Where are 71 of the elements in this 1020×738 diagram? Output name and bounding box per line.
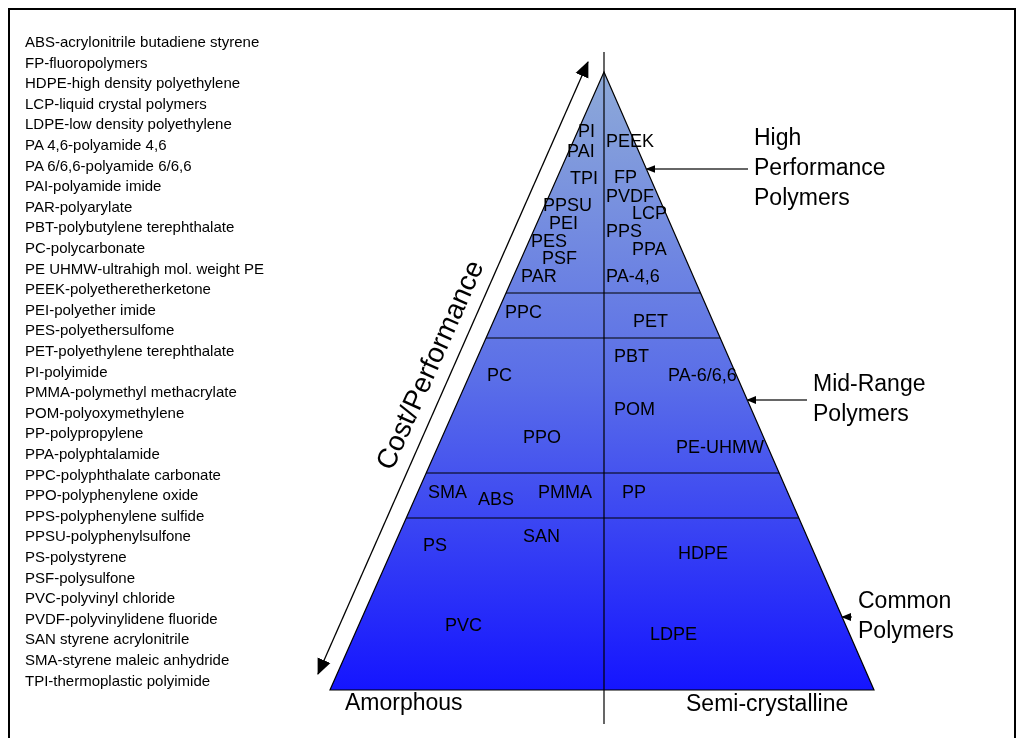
abbreviation-text: PMMA-polymethyl methacrylate [25,382,237,403]
abbreviation-text: PAR-polyarylate [25,196,133,217]
arrow [645,165,749,173]
polymer-label: ABS [478,489,515,509]
polymer-label: HDPE [678,543,728,563]
polymer-label: PPS [606,221,643,241]
abbreviation-text: POM-polyoxymethylene [25,402,185,423]
polymer-label: PET [633,311,668,331]
abbreviation-text: PBT-polybutylene terephthalate [25,217,235,238]
polymer-label: SAN [523,526,560,546]
abbreviation-text: PVC-polyvinyl chloride [25,588,176,609]
abbreviation-text: PPO-polyphenylene oxide [25,485,199,506]
abbreviation-text: PS-polystyrene [25,547,127,567]
polymer-label: PVC [445,615,482,635]
abbreviation-text: PSF-polysulfone [25,567,136,588]
polymer-label: PP [622,482,646,502]
polymer-label: PAR [521,266,557,286]
abbreviation-text: PI-polyimide [25,361,108,382]
polymer-label: PBT [614,346,649,366]
abbreviation-text: LDPE-low density polyethylene [25,114,232,135]
polymer-label: PI [578,121,595,141]
polymer-label: PPC [505,302,542,322]
polymer-label: PES [531,231,568,251]
abbreviation-text: PPS-polyphenylene sulfide [25,505,205,526]
polymer-label: PA-6/6,6 [668,365,737,385]
abbreviation-text: PEEK-polyetheretherketone [25,279,211,300]
polymer-label: LCP [632,203,667,223]
polymer-label: PEI [549,213,578,233]
polymer-label: PPO [523,427,561,447]
abbreviation-text: HDPE-high density polyethylene [25,73,241,94]
polymer-label: FP [614,167,637,187]
arrow [746,396,808,404]
polymer-label: PC [487,365,512,385]
polymer-label: POM [614,399,655,419]
abbreviation-text: PES-polyethersulfome [25,320,175,341]
polymer-label: LDPE [650,624,698,644]
abbreviation-text: FP-fluoropolymers [25,52,148,73]
polymer-label: PPSU [543,195,593,215]
polymer-label: SMA [428,482,467,502]
polymer-label: PVDF [606,186,654,206]
abbreviation-text: SAN styrene acrylonitrile [25,629,190,650]
abbreviation-text: SMA-styrene maleic anhydride [25,650,230,670]
polymer-label: PMMA [538,482,592,502]
tier-label: Mid-Range Polymers [813,368,983,428]
abbreviation-text: PP-polypropylene [25,423,144,444]
abbreviation-text: PA 4,6-polyamide 4,6 [25,135,167,155]
abbreviation-text: PET-polyethylene terephthalate [25,341,235,361]
abbreviation-text: PEI-polyether imide [25,299,156,320]
abbreviation-text: TPI-thermoplastic polyimide [25,670,211,691]
polymer-label: PSF [542,248,577,268]
abbreviation-text: PC-polycarbonate [25,238,146,258]
polymer-label: PPA [632,239,667,259]
tier-label: Common Polymers [858,585,1020,645]
abbreviation-text: PVDF-polyvinylidene fluoride [25,608,218,629]
abbreviation-text: PA 6/6,6-polyamide 6/6,6 [25,155,192,176]
abbreviation-text: PE UHMW-ultrahigh mol. weight PE [25,258,264,279]
abbreviation-text: PPA-polyphtalamide [25,444,160,464]
abbreviation-text: LCP-liquid crystal polymers [25,93,207,114]
polymer-label: PA-4,6 [606,266,660,286]
axis-label: Amorphous [345,688,463,716]
axis-label: Semi-crystalline [686,689,849,717]
abbreviation-text: PAI-polyamide imide [25,176,162,197]
polymer-label: PE-UHMW [676,437,764,457]
polymer-label: TPI [570,168,598,188]
polymer-label: PAI [567,141,595,161]
arrow [841,613,853,621]
abbreviation-text: ABS-acrylonitrile butadiene styrene [25,32,260,52]
abbreviation-text: PPSU-polyphenylsulfone [25,526,191,547]
abbreviation-text: PPC-polyphthalate carbonate [25,464,221,485]
polymer-label: PS [423,535,447,555]
tier-label: High Performance Polymers [754,122,924,212]
